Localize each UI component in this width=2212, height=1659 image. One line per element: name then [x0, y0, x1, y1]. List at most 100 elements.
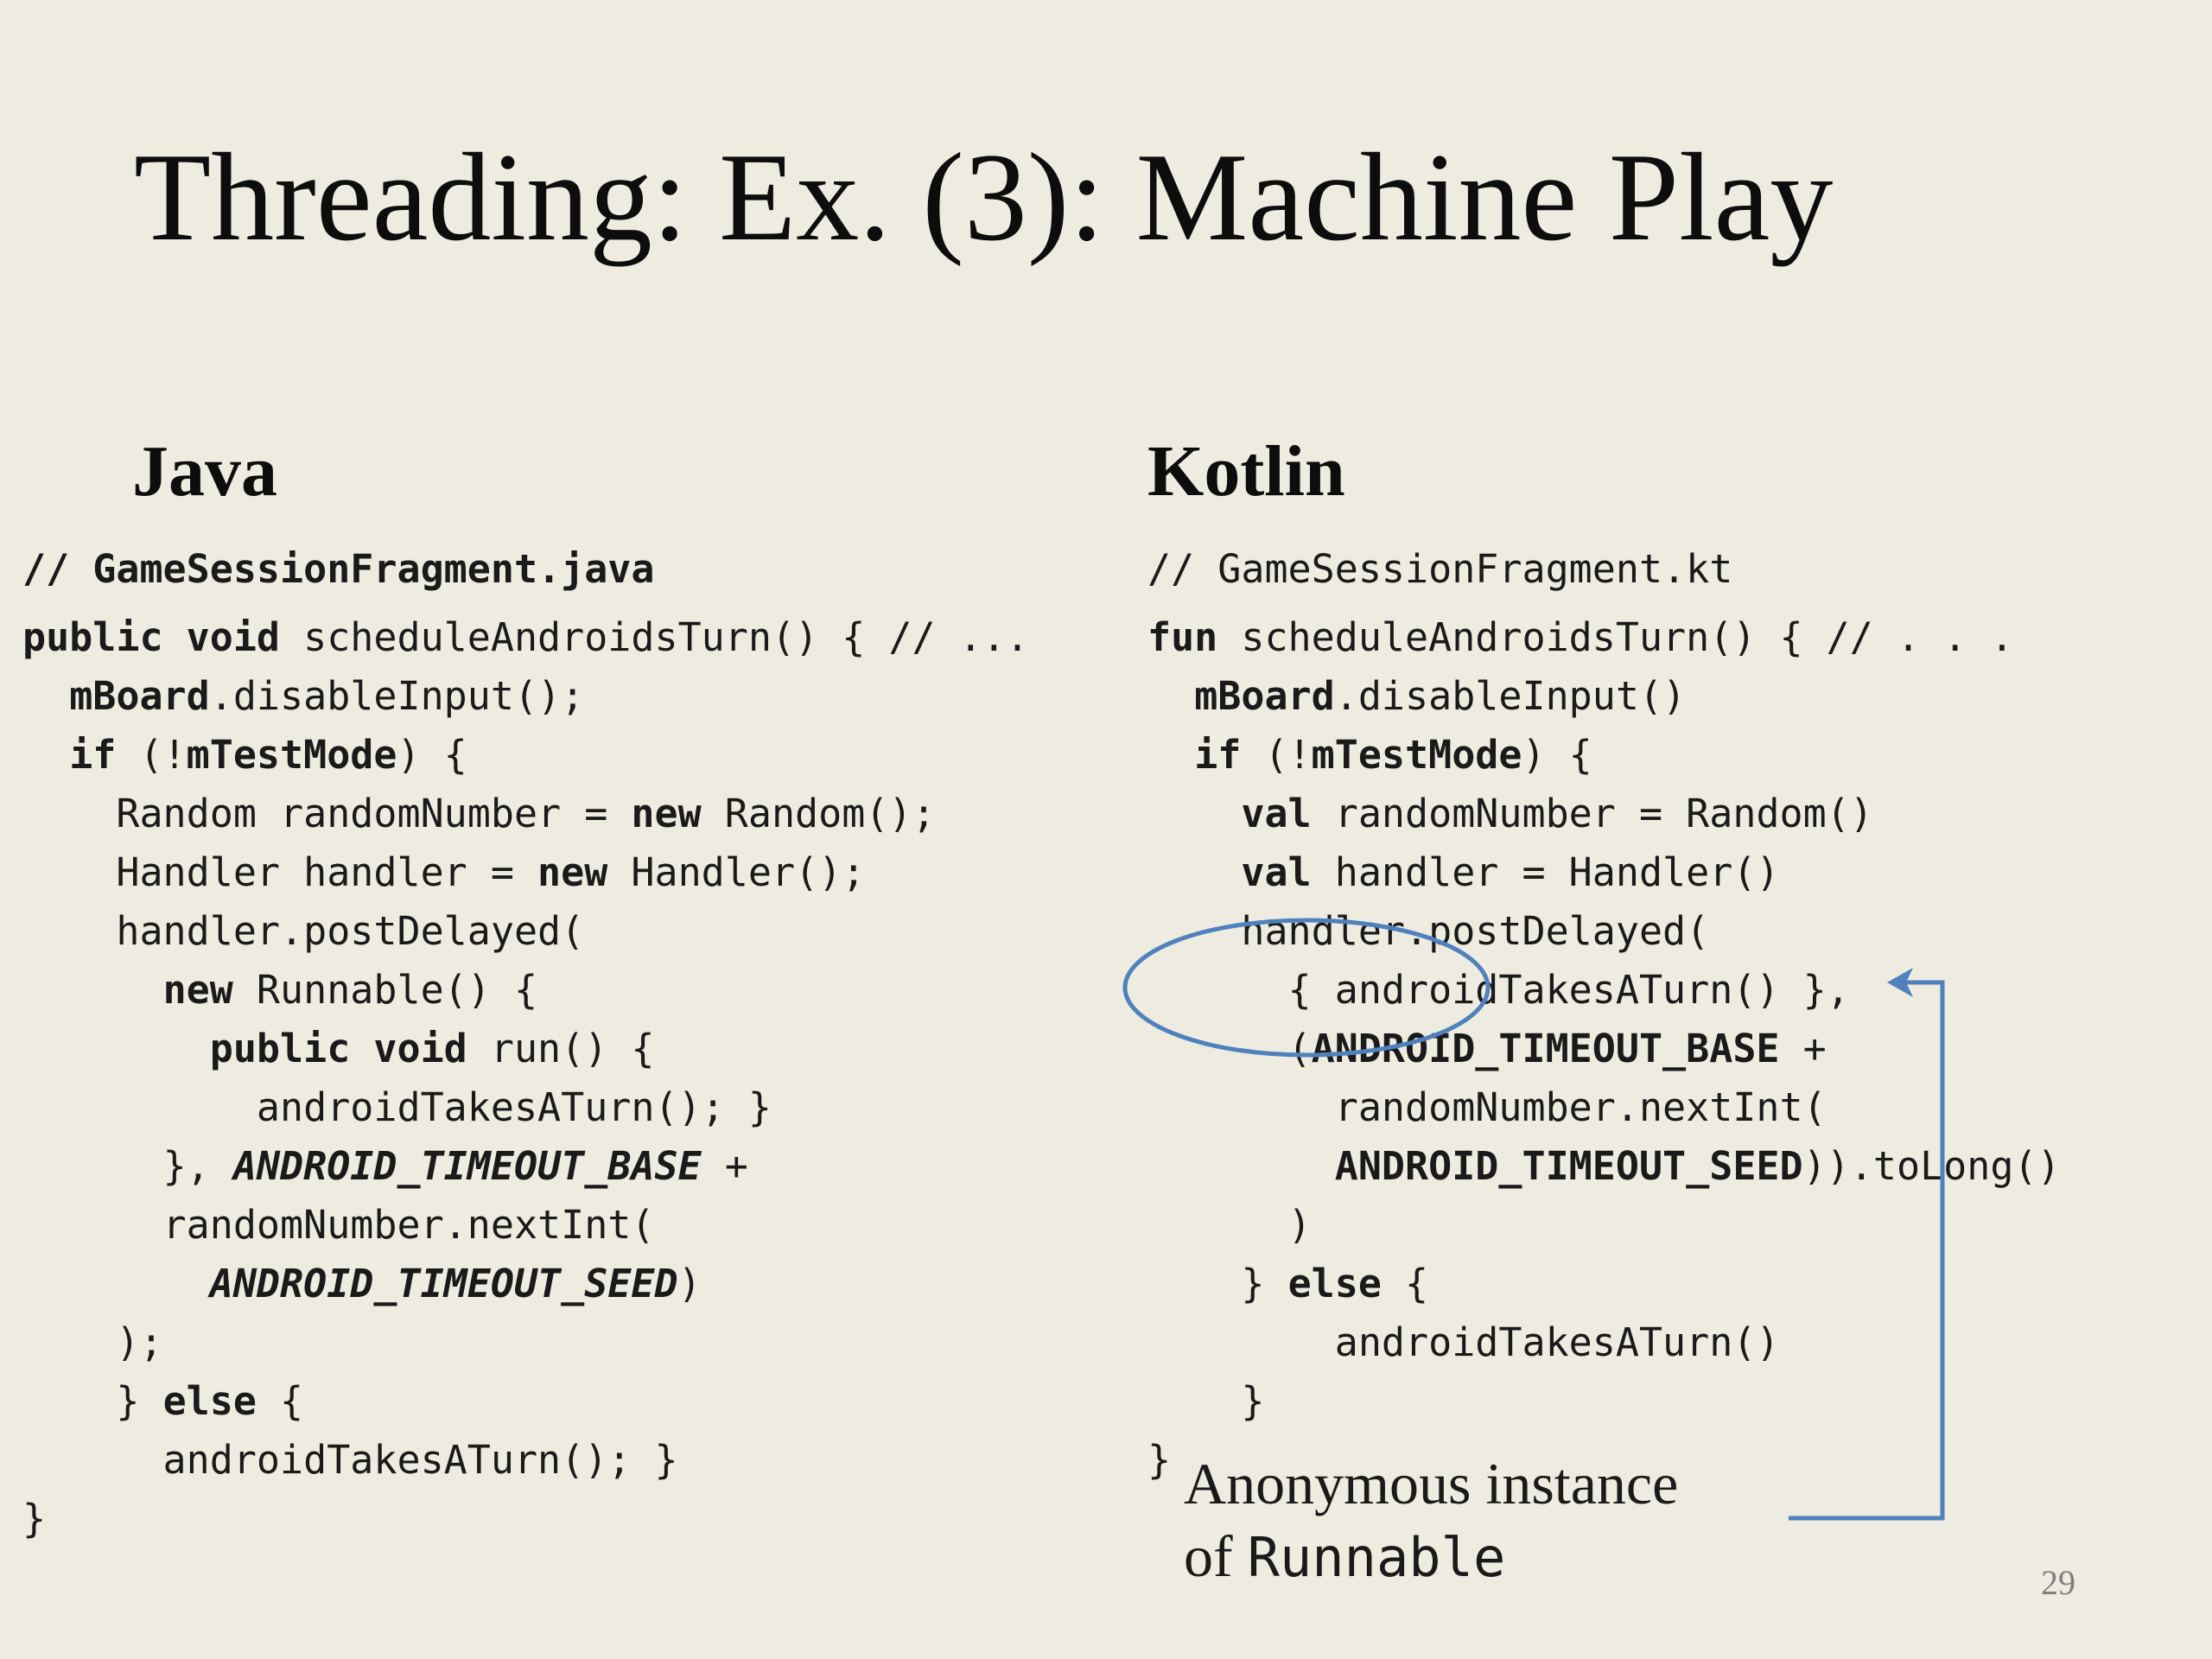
code-token: // GameSessionFragment.kt — [1147, 546, 1733, 592]
annotation-code: Runnable — [1247, 1526, 1506, 1589]
code-line: // GameSessionFragment.java — [22, 540, 655, 599]
code-token — [22, 1261, 210, 1306]
slide-title: Threading: Ex. (3): Machine Play — [134, 127, 1834, 267]
code-line: } — [22, 1490, 46, 1548]
code-token: (! — [116, 732, 187, 778]
code-line: fun scheduleAndroidsTurn() { // . . . — [1147, 608, 2013, 667]
code-token: + — [701, 1143, 748, 1189]
code-token: Handler handler = — [22, 849, 538, 895]
code-line: val handler = Handler() — [1147, 843, 1780, 902]
code-token: handler.postDelayed( — [22, 908, 585, 954]
code-token: randomNumber.nextInt( — [1147, 1084, 1827, 1130]
code-token: } — [1147, 1378, 1265, 1424]
code-token: { androidTakesATurn() }, — [1147, 967, 1850, 1013]
callout-arrowhead — [1887, 968, 1913, 997]
code-token: if — [1194, 732, 1242, 778]
code-token: } — [1147, 1261, 1288, 1306]
code-token: mTestMode — [186, 732, 397, 778]
code-token: )).toLong() — [1802, 1143, 2061, 1189]
code-line: ); — [22, 1313, 163, 1372]
code-token: new — [162, 967, 233, 1013]
code-token: else — [162, 1378, 257, 1424]
code-token: androidTakesATurn() — [1147, 1319, 1780, 1365]
code-line: public void run() { — [22, 1020, 655, 1078]
code-token: } — [22, 1496, 47, 1541]
code-line: } — [1147, 1372, 1264, 1431]
code-line: ANDROID_TIMEOUT_SEED) — [22, 1255, 702, 1313]
code-token: ); — [22, 1319, 163, 1365]
code-line: public void scheduleAndroidsTurn() { // … — [22, 608, 1029, 667]
code-token: mTestMode — [1311, 732, 1522, 778]
code-token — [1147, 673, 1194, 719]
page-number: 29 — [2041, 1563, 2075, 1602]
code-token: run() { — [467, 1026, 655, 1071]
code-token: androidTakesATurn(); } — [22, 1084, 772, 1130]
annotation-prefix: of — [1184, 1523, 1248, 1589]
callout-annotation: Anonymous instance of Runnable — [1184, 1447, 1678, 1594]
code-token: val — [1241, 849, 1312, 895]
code-token: public void — [209, 1026, 467, 1071]
code-token: mBoard — [1194, 673, 1335, 719]
code-line: androidTakesATurn(); } — [22, 1078, 772, 1137]
code-line: Handler handler = new Handler(); — [22, 843, 865, 902]
code-token: randomNumber = Random() — [1311, 791, 1873, 836]
code-token: ANDROID_TIMEOUT_SEED — [209, 1261, 678, 1306]
code-token: { — [256, 1378, 304, 1424]
code-token: handler.postDelayed( — [1147, 908, 1710, 954]
code-token: ) { — [1522, 732, 1592, 778]
code-line: mBoard.disableInput() — [1147, 667, 1686, 726]
code-line: // GameSessionFragment.kt — [1147, 540, 1732, 599]
code-token — [1147, 1143, 1335, 1189]
code-token: ANDROID_TIMEOUT_BASE — [232, 1143, 702, 1189]
code-line: } else { — [22, 1372, 303, 1431]
code-token — [22, 967, 163, 1013]
code-token: } — [22, 1378, 163, 1424]
java-heading: Java — [132, 431, 277, 512]
code-line: randomNumber.nextInt( — [22, 1196, 655, 1255]
code-line: } else { — [1147, 1255, 1428, 1313]
code-token: ( — [1147, 1026, 1312, 1071]
code-token — [1147, 732, 1194, 778]
code-token: Runnable() { — [232, 967, 538, 1013]
annotation-line-1: Anonymous instance — [1184, 1451, 1679, 1516]
code-token — [1147, 849, 1241, 895]
code-token — [22, 673, 69, 719]
code-line: ANDROID_TIMEOUT_SEED)).toLong() — [1147, 1137, 2061, 1196]
code-line: mBoard.disableInput(); — [22, 667, 584, 726]
code-token: ANDROID_TIMEOUT_SEED — [1334, 1143, 1803, 1189]
code-line: }, ANDROID_TIMEOUT_BASE + — [22, 1137, 748, 1196]
code-line: handler.postDelayed( — [1147, 902, 1709, 961]
code-line: if (!mTestMode) { — [1147, 726, 1592, 785]
code-line: val randomNumber = Random() — [1147, 785, 1873, 843]
code-token: mBoard — [69, 673, 210, 719]
code-token: scheduleAndroidsTurn() { // . . . — [1217, 614, 2014, 660]
code-token: ) — [1147, 1202, 1312, 1248]
code-token: new — [537, 849, 608, 895]
code-line: if (!mTestMode) { — [22, 726, 467, 785]
code-token: { — [1381, 1261, 1429, 1306]
code-token: ANDROID_TIMEOUT_BASE — [1311, 1026, 1780, 1071]
code-line: androidTakesATurn() — [1147, 1313, 1780, 1372]
code-token: ) — [677, 1261, 702, 1306]
code-token: val — [1241, 791, 1312, 836]
code-token: else — [1287, 1261, 1382, 1306]
code-line: { androidTakesATurn() }, — [1147, 961, 1850, 1020]
code-token: ) { — [397, 732, 467, 778]
code-token: .disableInput(); — [209, 673, 585, 719]
code-token: randomNumber.nextInt( — [22, 1202, 655, 1248]
code-token: } — [1147, 1437, 1172, 1483]
code-line: randomNumber.nextInt( — [1147, 1078, 1827, 1137]
code-token: public void — [22, 614, 281, 660]
code-token: scheduleAndroidsTurn() { // ... — [280, 614, 1029, 660]
code-token — [22, 732, 69, 778]
code-line: Random randomNumber = new Random(); — [22, 785, 936, 843]
code-token: fun — [1147, 614, 1218, 660]
code-line: (ANDROID_TIMEOUT_BASE + — [1147, 1020, 1827, 1078]
code-token: // GameSessionFragment.java — [22, 546, 655, 592]
code-token — [1147, 791, 1241, 836]
code-token: androidTakesATurn(); } — [22, 1437, 678, 1483]
code-line: ) — [1147, 1196, 1312, 1255]
code-token: Random(); — [701, 791, 936, 836]
code-token: handler = Handler() — [1311, 849, 1780, 895]
